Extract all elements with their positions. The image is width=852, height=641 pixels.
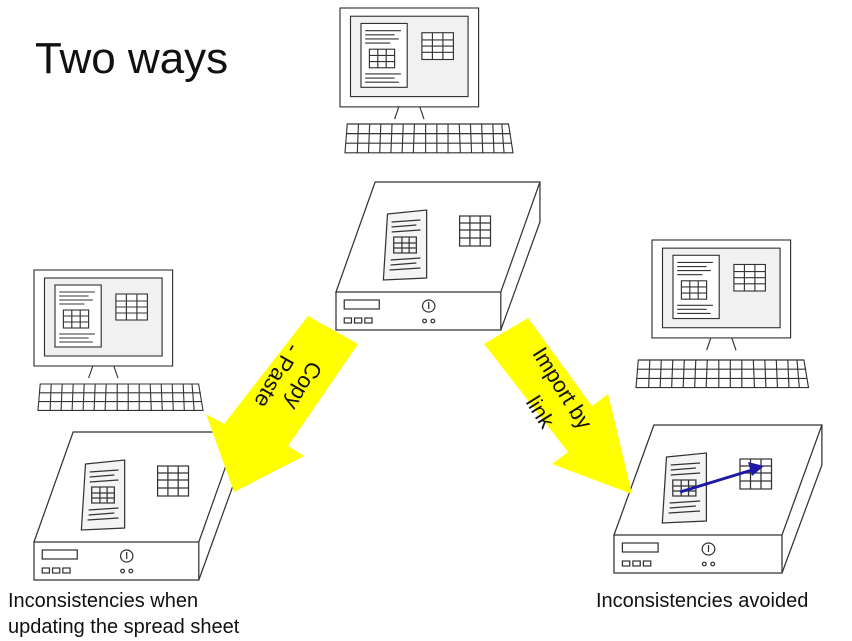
top-keyboard-sketch <box>344 123 514 154</box>
right-cpu-box-sketch <box>613 424 823 574</box>
left-caption-line2: updating the spread sheet <box>8 616 240 638</box>
top-cpu-box-sketch <box>335 181 541 331</box>
right-caption: Inconsistencies avoided <box>596 590 809 612</box>
left-monitor-sketch <box>33 269 174 379</box>
top-monitor-sketch <box>339 7 480 120</box>
slide-title: Two ways <box>35 34 229 83</box>
left-caption-line1: Inconsistencies when <box>8 590 199 612</box>
link-arrow <box>679 462 764 494</box>
copy-paste-arrow: Copy - Paste <box>206 316 358 492</box>
import-link-arrow: Import by link <box>484 318 632 494</box>
left-caption: Inconsistencies when updating the spread… <box>8 588 268 640</box>
left-cpu-box-sketch <box>33 431 239 581</box>
right-keyboard-sketch <box>635 359 810 389</box>
right-monitor-sketch <box>651 239 792 351</box>
left-keyboard-sketch <box>37 383 204 411</box>
